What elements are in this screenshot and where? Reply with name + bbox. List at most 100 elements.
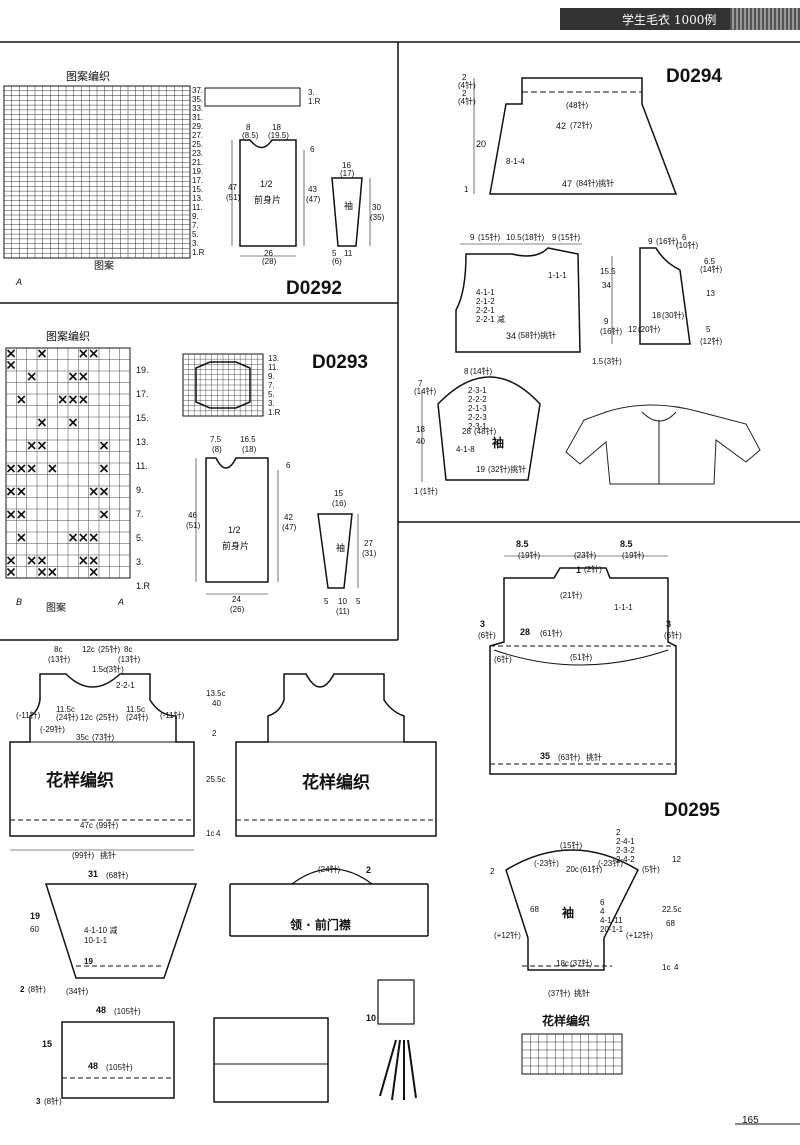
chart-cross-mark <box>37 556 47 565</box>
d0292-row-number: 19. <box>192 167 204 176</box>
d0293-small-row-number: 3. <box>268 399 275 408</box>
d0292-dim: 47 <box>228 183 237 192</box>
vest-label: 47c <box>80 821 93 830</box>
d0292-row-number: 35. <box>192 95 204 104</box>
vest-label: (13针) <box>118 655 141 664</box>
d0293-row-number: 5. <box>136 533 144 543</box>
d0295-label: 68 <box>530 905 539 914</box>
vest-label: (13针) <box>48 655 71 664</box>
d0294-label: 42 <box>556 121 567 131</box>
d0293-chart-title: 图案编织 <box>46 331 90 343</box>
d0294-label: 2-3-1 <box>468 422 487 431</box>
d0295-label: 挑针 <box>586 753 602 762</box>
d0293-row-number: 7. <box>136 509 144 519</box>
bag-label: 19 <box>30 911 41 921</box>
d0294-label: 19 <box>476 465 485 474</box>
chart-cross-mark <box>17 533 26 542</box>
d0292-row-number: 27. <box>192 131 204 140</box>
d0294-label: (84针)挑针 <box>576 179 615 188</box>
d0294-label: 18 <box>416 425 425 434</box>
d0295-label: (61针) <box>580 865 603 874</box>
d0294-label: 1-1-1 <box>548 271 567 280</box>
bag-label: (105针) <box>106 1063 133 1072</box>
chart-cross-mark <box>68 372 78 381</box>
d0292-row-number: 21. <box>192 158 204 167</box>
vest-label: (25针) <box>98 645 121 654</box>
d0294-label: 2-2-3 <box>468 413 487 422</box>
chart-cross-mark <box>17 510 26 519</box>
d0293-dim: 7.5 <box>210 435 222 444</box>
d0292-row-number: 29. <box>192 122 204 131</box>
d0293-row-number: 9. <box>136 485 144 495</box>
chart-cross-mark <box>6 556 16 565</box>
d0292-dim: 11 <box>344 249 353 258</box>
d0295-label: (+12针) <box>494 931 521 940</box>
d0294-label: (32针)挑针 <box>488 465 527 474</box>
d0294-label: 2-3-1 <box>468 386 487 395</box>
d0294-label: 6 <box>682 233 687 242</box>
d0293-marker-a: A <box>118 597 125 607</box>
d0294-label: 13 <box>706 289 715 298</box>
d0292-row-number: 9. <box>192 212 199 221</box>
d0294-label: 10.5 <box>506 233 522 242</box>
vest-b-pattern-name: 花样编织 <box>302 773 370 793</box>
d0294-sleeve-decreases: 2-3-1 2-2-2 2-1-3 2-2-3 2-3-1 <box>468 386 487 431</box>
d0294-label: 8-1-4 <box>506 157 525 166</box>
d0294-label: 28 <box>462 427 471 436</box>
chart-cross-mark <box>89 533 98 542</box>
d0293-sleeve-name: 袖 <box>336 543 346 553</box>
d0293-small-row-number: 11. <box>268 363 279 372</box>
d0295-label: 3 <box>666 619 672 629</box>
d0292-code: D0292 <box>286 278 342 299</box>
vest-label: 2 <box>212 729 217 738</box>
d0292-small-row-numbers: 3.1.R <box>308 88 320 106</box>
d0295-label: 18c <box>556 959 569 968</box>
d0293-dim: 27 <box>364 539 373 548</box>
d0295-label: (2针) <box>584 565 602 574</box>
d0294-code: D0294 <box>666 66 722 87</box>
d0293-front-name: 前身片 <box>222 541 250 551</box>
header-pattern-band <box>730 8 800 30</box>
d0294-label: 1.5 <box>592 357 604 366</box>
d0293-marker-b: B <box>16 597 23 607</box>
d0292-dim: 16 <box>342 161 351 170</box>
chart-cross-mark <box>79 556 88 565</box>
d0294-label: 18 <box>652 311 661 320</box>
bag-label: 15 <box>42 1039 53 1049</box>
vest-label: (3针) <box>106 665 124 674</box>
d0293-dim: 6 <box>286 461 291 470</box>
d0292-dim: (19.5) <box>268 131 289 140</box>
d0292-dim: 8 <box>246 123 251 132</box>
d0295-label: 4 <box>674 963 679 972</box>
bag-label: 60 <box>30 925 39 934</box>
chart-cross-mark <box>99 441 109 450</box>
d0292-marker-a: A <box>16 277 23 287</box>
d0292-small-row-number: 1.R <box>308 97 321 106</box>
d0294-label: (20针) <box>638 325 661 334</box>
d0293-dim: (16) <box>332 499 347 508</box>
chart-cross-mark <box>68 533 78 542</box>
d0292-row-number: 23. <box>192 149 204 158</box>
vest-label: 1.5c <box>92 665 108 674</box>
d0292-dim: (28) <box>262 257 277 266</box>
bag-decrease-note: 4-1-10 减 10-1-1 <box>84 926 118 945</box>
d0294-label: 6.5 <box>704 257 716 266</box>
d0295-label: (+12针) <box>626 931 653 940</box>
chart-cross-mark <box>6 510 16 519</box>
d0293-dim: (11) <box>336 607 350 616</box>
bag-label: (34针) <box>66 987 89 996</box>
d0293-small-row-number: 9. <box>268 372 275 381</box>
chart-cross-mark <box>89 556 98 565</box>
d0294-label: (48针) <box>566 101 589 110</box>
chart-cross-mark <box>89 567 98 577</box>
chart-cross-mark <box>6 567 16 577</box>
d0294-label: (14针) <box>470 367 493 376</box>
d0295-label: (15针) <box>560 841 583 850</box>
chart-cross-mark <box>79 349 88 358</box>
d0292-row-number: 3. <box>192 239 199 248</box>
d0295-label: 2-3-2 <box>616 846 635 855</box>
d0293-dim: (18) <box>242 445 257 454</box>
d0294-label: (72针) <box>570 121 593 130</box>
